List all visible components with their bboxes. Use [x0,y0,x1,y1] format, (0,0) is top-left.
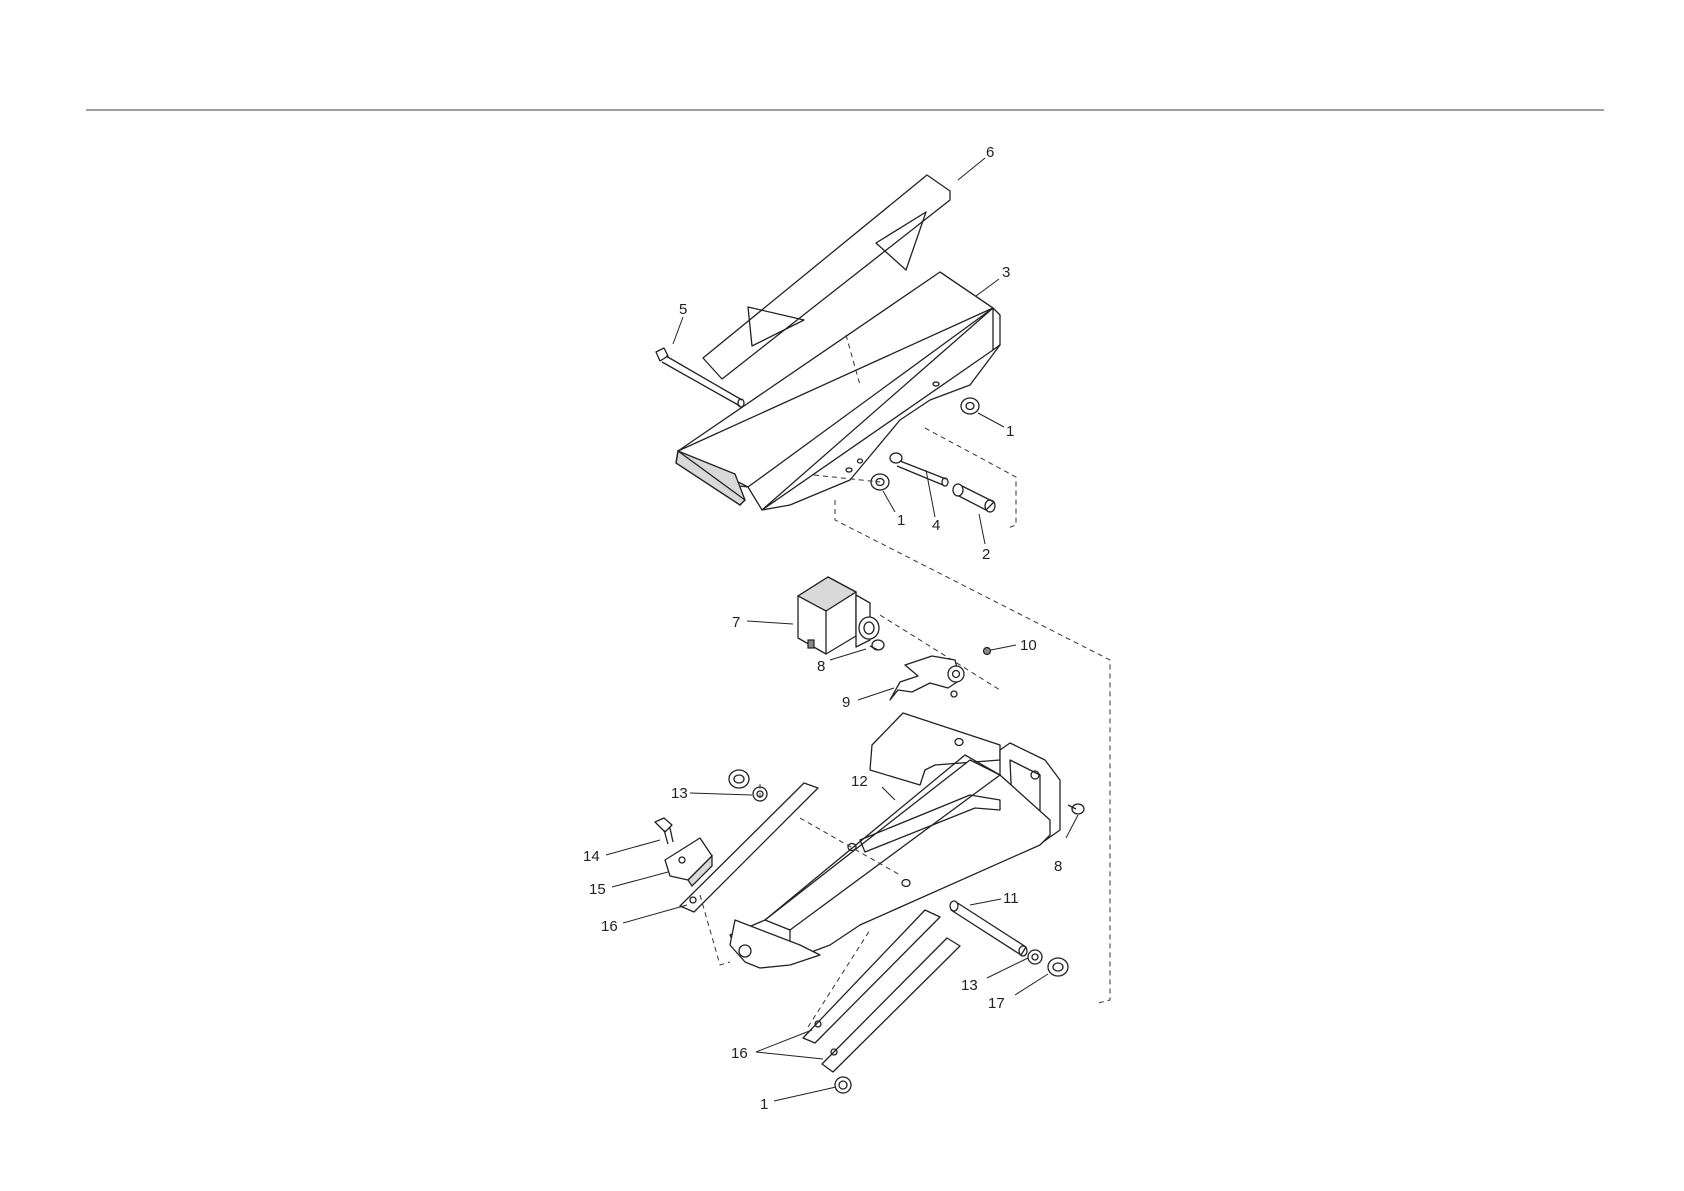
callout-10: 10 [1020,637,1037,654]
callout-5: 5 [679,301,687,318]
washer-lower-right [1048,958,1068,976]
callout-7: 7 [732,614,740,631]
pivot-pin [950,901,1027,956]
callout-17: 17 [988,995,1005,1012]
pedal-body [676,272,1000,510]
callout-8-right: 8 [1054,858,1062,875]
callout-8-upper: 8 [817,658,825,675]
callout-11: 11 [1003,890,1019,907]
sensor-box [798,577,879,654]
angle-bracket [665,838,712,886]
callout-3: 3 [1002,264,1010,281]
callout-13-upper: 13 [671,785,688,802]
nut-top-right [961,398,979,414]
callout-1-mid: 1 [897,512,905,529]
callout-1-bottom: 1 [760,1096,768,1113]
fork-lever [890,656,964,700]
screw-right [1068,804,1084,814]
callout-9: 9 [842,694,850,711]
washer-upper-left [729,770,749,788]
callout-14: 14 [583,848,600,865]
screw-upper [870,640,884,650]
hex-bolt [655,818,673,844]
callout-6: 6 [986,144,994,161]
main-frame [730,713,1060,968]
callout-4: 4 [932,517,940,534]
callout-1-top: 1 [1006,423,1014,440]
callout-12: 12 [851,773,868,790]
callout-2: 2 [982,546,990,563]
callout-16-lower: 16 [731,1045,748,1062]
nut-lower-right [1028,950,1042,964]
set-screw [984,648,991,655]
callout-15: 15 [589,881,606,898]
nut-bottom [835,1077,851,1093]
spacer-tube [953,484,995,512]
callout-13-lower: 13 [961,977,978,994]
callout-16-upper: 16 [601,918,618,935]
pin-bolt [890,453,948,486]
